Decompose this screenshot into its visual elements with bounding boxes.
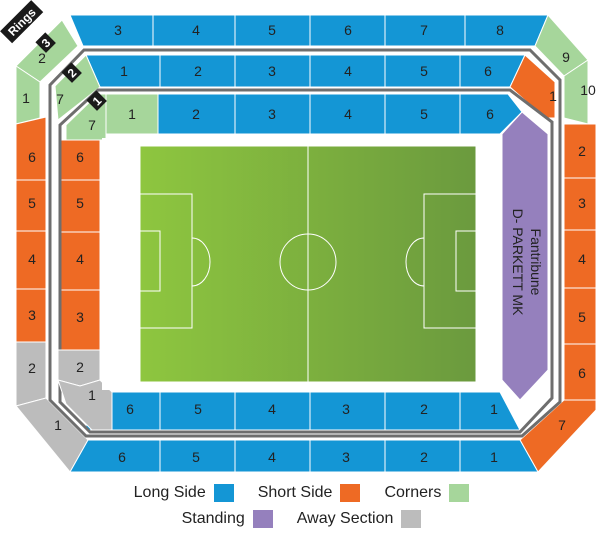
label: 7 (56, 91, 64, 107)
label: 2 (28, 360, 36, 376)
label: 3 (268, 106, 276, 122)
pitch (102, 138, 500, 390)
label: 3 (114, 22, 122, 38)
label: 4 (344, 106, 352, 122)
label: 1 (128, 106, 136, 122)
label: 5 (76, 195, 84, 211)
label: 4 (192, 22, 200, 38)
ring1-away-1[interactable] (57, 379, 113, 431)
label: 5 (28, 195, 36, 211)
ring-divider-outer (48, 48, 562, 438)
legend-long-side: Long Side (134, 484, 234, 502)
label: 10 (580, 82, 596, 98)
ring1-top-6[interactable] (459, 93, 523, 135)
label: 1 (54, 417, 62, 433)
label: 7 (88, 117, 96, 133)
ring3-bottom-1[interactable] (459, 439, 539, 473)
rings-tag: Rings (0, 0, 44, 44)
label: 4 (578, 251, 586, 267)
legend-row-1: Long Side Short Side Corners (0, 484, 603, 502)
standing-fantribune[interactable] (501, 111, 549, 401)
label: 2 (420, 449, 428, 465)
label: 1 (549, 88, 557, 104)
label: 7 (420, 22, 428, 38)
legend-away-swatch (401, 510, 422, 528)
legend-standing-label: Standing (181, 510, 245, 527)
label: 5 (194, 401, 202, 417)
label: 6 (486, 106, 494, 122)
label: 6 (484, 63, 492, 79)
label: 3 (342, 401, 350, 417)
label: 2 (192, 106, 200, 122)
label: 7 (558, 417, 566, 433)
legend-short-side: Short Side (258, 484, 361, 502)
ring3-corner-br-7[interactable] (519, 399, 597, 473)
legend-row-2: Standing Away Section (0, 510, 603, 528)
standing-label-line2: D- PARKETT MK (510, 209, 526, 316)
label: 1 (490, 401, 498, 417)
label: 5 (578, 309, 586, 325)
label: 2 (38, 50, 46, 66)
standing-label: Fantribune D- PARKETT MK (510, 209, 544, 316)
standing-label-line1: Fantribune (528, 229, 544, 296)
ring3-top-3[interactable] (69, 14, 154, 47)
label: 4 (28, 251, 36, 267)
label: 6 (76, 149, 84, 165)
legend-long-side-label: Long Side (133, 484, 206, 501)
ring2-corner-tl-7[interactable] (54, 54, 101, 121)
ring-tag-2: 2 (61, 62, 82, 83)
label: 6 (28, 149, 36, 165)
label: 6 (126, 401, 134, 417)
label: 5 (420, 63, 428, 79)
label: 2 (578, 143, 586, 159)
ring-3 (15, 14, 597, 473)
label: 1 (490, 449, 498, 465)
ring-tag-1: 1 (86, 90, 107, 111)
ring-tag-3: 3 (35, 32, 56, 53)
label: 1 (22, 90, 30, 106)
ring3-top-8[interactable] (464, 14, 549, 47)
legend-corners-label: Corners (384, 484, 442, 501)
label: 3 (342, 449, 350, 465)
label: 4 (344, 63, 352, 79)
label: 3 (268, 63, 276, 79)
legend-corners-swatch (449, 484, 470, 502)
label: 3 (578, 195, 586, 211)
legend-away-label: Away Section (296, 510, 394, 527)
legend-long-side-swatch (213, 484, 234, 502)
label: 6 (344, 22, 352, 38)
label: 5 (192, 449, 200, 465)
label: 6 (118, 449, 126, 465)
label: 1 (88, 387, 96, 403)
ring2-corner-tr-1[interactable] (509, 54, 556, 119)
label: 9 (562, 49, 570, 65)
label: 2 (194, 63, 202, 79)
ring-1 (57, 93, 549, 431)
label: 4 (76, 251, 84, 267)
legend-away: Away Section (297, 510, 422, 528)
ring-divider-inner (58, 88, 554, 434)
label: 3 (76, 309, 84, 325)
label: 4 (268, 401, 276, 417)
label: 1 (120, 63, 128, 79)
label: 2 (420, 401, 428, 417)
label: 5 (268, 22, 276, 38)
label: 4 (268, 449, 276, 465)
section-labels: 3 4 5 6 7 8 2 1 9 10 6 5 4 3 2 1 2 3 4 5… (22, 22, 596, 465)
legend-standing-swatch (252, 510, 273, 528)
label: 2 (76, 359, 84, 375)
label: 3 (28, 307, 36, 323)
legend-corners: Corners (384, 484, 470, 502)
legend-standing: Standing (182, 510, 273, 528)
label: 6 (578, 365, 586, 381)
label: 8 (496, 22, 504, 38)
legend-short-side-swatch (340, 484, 361, 502)
label: 5 (420, 106, 428, 122)
legend-short-side-label: Short Side (257, 484, 333, 501)
